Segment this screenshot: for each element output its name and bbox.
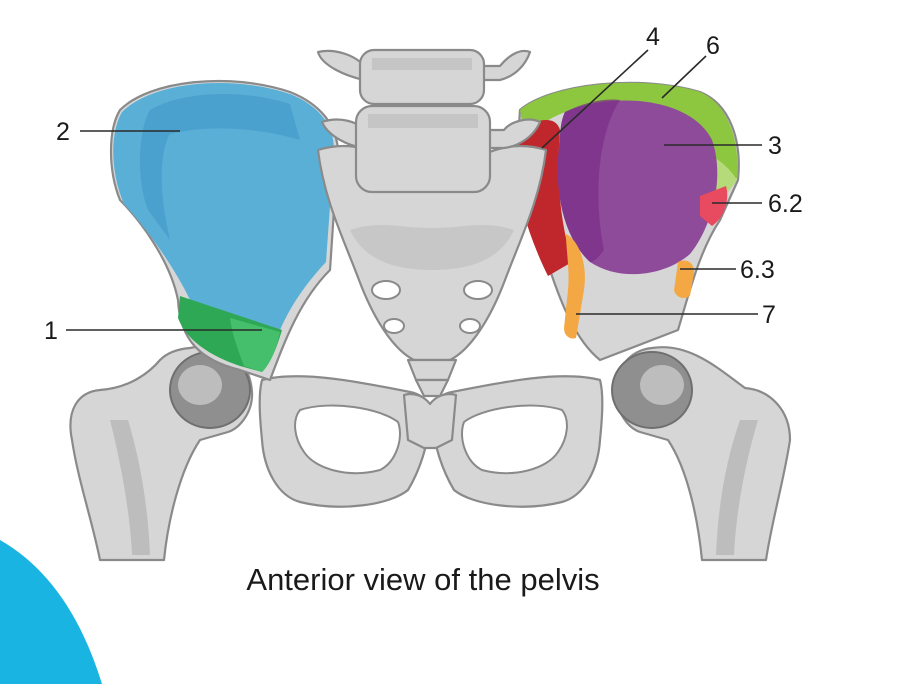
callout-labels: 1 2 3 4 6 6.2 6.3 7 (44, 23, 803, 345)
right-femur (69, 345, 254, 562)
sacral-foramen (463, 280, 493, 300)
callout-label-3: 3 (768, 132, 782, 160)
sacral-foramen (383, 318, 405, 334)
region-6-2-red (700, 186, 728, 226)
left-ilium (512, 81, 740, 362)
leader-line-6 (661, 55, 707, 99)
callout-label-6-3: 6.3 (740, 256, 775, 284)
right-ilium (109, 79, 340, 382)
callout-label-1: 1 (44, 317, 58, 345)
sacral-foramen (459, 318, 481, 334)
leader-line-4 (541, 49, 649, 149)
left-femur (611, 346, 792, 562)
callout-label-4: 4 (646, 23, 660, 51)
callout-label-6-2: 6.2 (768, 190, 803, 218)
left-obturator-foramen (461, 404, 568, 475)
region-3-purple-dark (557, 99, 620, 262)
region-7-orange (564, 234, 585, 339)
lumbar-vertebra-upper (316, 48, 532, 106)
region-2-blue (113, 82, 334, 330)
pubic-symphysis (402, 392, 458, 450)
region-6-3-orange (674, 260, 694, 298)
corner-accent (0, 540, 102, 684)
diagram-caption: Anterior view of the pelvis (246, 562, 599, 597)
sacral-foramen (371, 280, 401, 300)
pubic-rami (258, 375, 604, 508)
leader-lines (66, 49, 762, 331)
region-1-green-light (230, 318, 280, 372)
lumbar-vertebra-lower (320, 104, 542, 194)
callout-label-6: 6 (706, 32, 720, 60)
callout-label-2: 2 (56, 118, 70, 146)
callout-label-7: 7 (762, 301, 776, 329)
right-obturator-foramen (294, 404, 401, 475)
